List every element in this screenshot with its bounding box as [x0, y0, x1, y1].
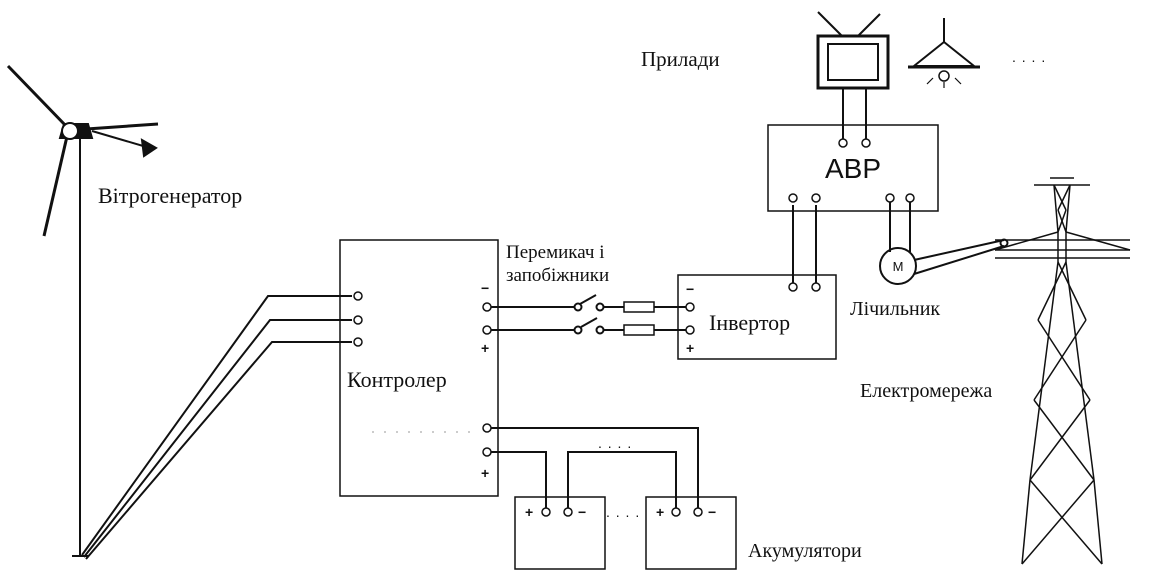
switch-fuse-lines — [491, 294, 686, 336]
switch-fuses-label-line1: Перемикач і — [506, 242, 605, 263]
controller-box — [339, 239, 499, 497]
battery-icon — [645, 496, 737, 570]
ceiling-lamp-icon — [908, 18, 980, 88]
meter-label: Лічильник — [850, 298, 941, 320]
tv-icon — [816, 11, 890, 139]
switch-fuses-label-line2: запобіжники — [506, 265, 610, 286]
abp-box — [767, 124, 939, 212]
meter-icon — [879, 202, 1009, 285]
inverter-label: Інвертор — [709, 310, 791, 335]
switch-icon — [579, 294, 597, 305]
batteries-ellipsis: . . . . — [606, 504, 641, 520]
inverter-minus: − — [686, 281, 695, 297]
battery-2-minus: − — [708, 504, 717, 520]
battery-2-plus: + — [656, 504, 665, 520]
battery-icon — [514, 496, 606, 570]
battery-1-plus: + — [525, 504, 534, 520]
inverter-box — [677, 274, 837, 360]
power-pylon-icon — [994, 177, 1131, 565]
controller-batt-plus: + — [481, 465, 490, 481]
wind-generator-label: Вітрогенератор — [98, 183, 243, 208]
inverter-plus: + — [686, 340, 695, 356]
controller-out-minus: − — [481, 280, 490, 296]
generator-wires — [81, 295, 352, 560]
devices-ellipsis: . . . . — [1012, 49, 1047, 65]
controller-out-plus: + — [481, 340, 490, 356]
battery-wire-ellipsis: . . . . — [598, 435, 633, 451]
battery-1-minus: − — [578, 504, 587, 520]
controller-label: Контролер — [347, 367, 447, 392]
wind-turbine-icon — [6, 64, 159, 557]
grid-label: Електромережа — [860, 380, 993, 402]
meter-symbol: M — [893, 259, 904, 274]
fuse-icon — [623, 301, 655, 313]
devices-label: Прилади — [641, 47, 720, 71]
abp-label: АВР — [825, 153, 881, 184]
battery-wires — [491, 427, 699, 508]
batteries-label: Акумулятори — [748, 540, 862, 562]
